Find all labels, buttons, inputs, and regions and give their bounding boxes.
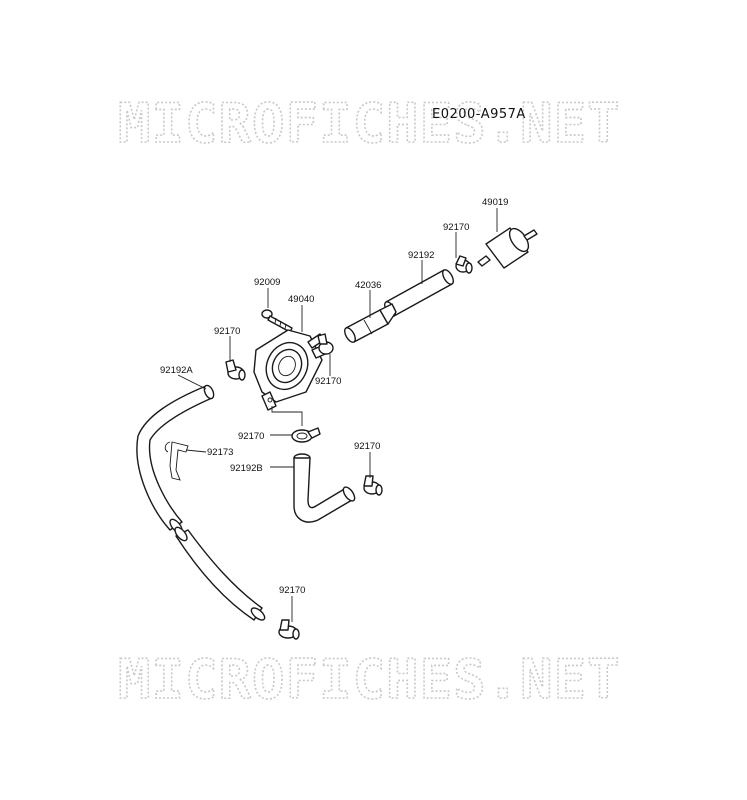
bolt-92009 [261, 309, 293, 333]
label-92192: 92192 [408, 250, 434, 261]
label-92170-right: 92170 [354, 441, 380, 452]
clip-92173 [164, 441, 189, 481]
watermark-top: MICROFICHES.NET [118, 92, 621, 155]
label-92170-left: 92170 [214, 326, 240, 337]
clamp-92170-left [225, 359, 246, 381]
hose-92192A [136, 384, 266, 621]
label-92170-top: 92170 [443, 222, 469, 233]
label-92009: 92009 [254, 277, 280, 288]
label-92170-mid: 92170 [315, 376, 341, 387]
label-42036: 42036 [355, 280, 381, 291]
fuel-filter-49019 [477, 227, 538, 269]
pipe-42036 [344, 303, 397, 343]
label-92170-bottom: 92170 [279, 585, 305, 596]
label-92173: 92173 [207, 447, 233, 458]
label-49040: 49040 [288, 294, 314, 305]
hose-92192B [293, 453, 356, 523]
fuel-pump-49040 [253, 329, 331, 411]
clamp-92170-clip [291, 427, 321, 443]
label-92170-clip: 92170 [238, 431, 264, 442]
watermark-bottom: MICROFICHES.NET [118, 648, 621, 711]
label-92192B: 92192B [230, 463, 263, 474]
diagram-code: E0200-A957A [432, 107, 526, 122]
clamp-92170-right [363, 475, 383, 496]
clamp-92170-top [455, 255, 473, 274]
label-49019: 49019 [482, 197, 508, 208]
clamp-92170-bottom [278, 619, 300, 640]
label-92192A: 92192A [160, 365, 193, 376]
clamp-92170-mid [317, 333, 334, 355]
